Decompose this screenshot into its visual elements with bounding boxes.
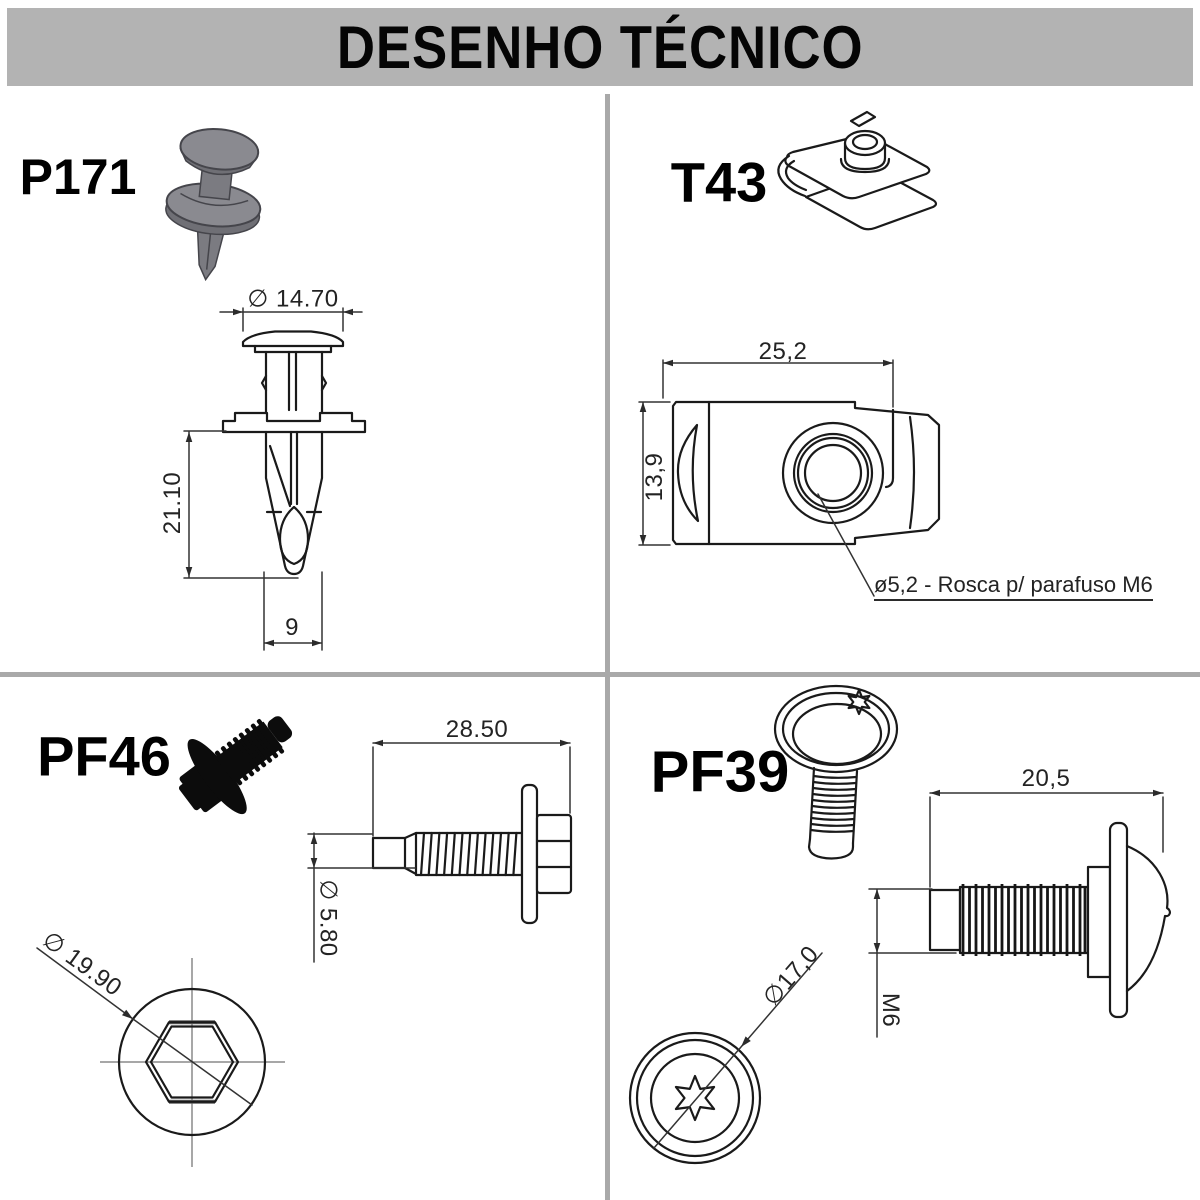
dim-p171-tip-width: 9	[285, 614, 299, 641]
dim-t43-height: 13,9	[641, 452, 668, 502]
dim-pf46-shank-diameter: ∅ 5.80	[314, 879, 342, 957]
callout-t43-thread-note: ø5,2 - Rosca p/ parafuso M6	[874, 572, 1153, 601]
dim-t43-width: 25,2	[758, 338, 808, 365]
p171-3d-view	[165, 127, 262, 282]
t43-top-view	[671, 400, 941, 546]
pf46-dimension-lines	[36, 739, 571, 1106]
vertical-divider	[605, 94, 610, 1200]
pf39-drawing	[628, 684, 1171, 1165]
title-banner: DESENHO TÉCNICO	[7, 8, 1193, 86]
part-label-p171: P171	[19, 149, 137, 205]
t43-3d-view	[777, 110, 938, 231]
t43-drawing	[638, 110, 941, 597]
pf46-front-view	[100, 958, 285, 1167]
part-label-pf46: PF46	[37, 724, 171, 788]
part-label-t43: T43	[670, 150, 768, 214]
p171-drawing	[165, 127, 367, 651]
dim-pf39-thread: M6	[877, 992, 904, 1028]
p171-dimension-lines	[183, 307, 363, 651]
pf39-front-view	[628, 1031, 762, 1165]
dim-pf39-shank-length: 20,5	[1021, 765, 1071, 792]
page-title: DESENHO TÉCNICO	[336, 13, 864, 81]
horizontal-divider	[0, 672, 1200, 677]
p171-front-view	[221, 330, 367, 576]
dim-p171-body-length: 21.10	[159, 471, 186, 535]
pf46-side-view	[371, 783, 573, 925]
pf39-3d-view	[773, 684, 899, 860]
pf46-3d-view	[178, 716, 293, 815]
pf39-dimension-lines	[653, 789, 1164, 1149]
part-label-pf39: PF39	[650, 739, 790, 805]
t43-dimension-lines	[638, 359, 894, 597]
pf46-drawing	[36, 716, 573, 1167]
pf39-side-view	[928, 821, 1171, 1019]
dim-p171-head-diameter: ∅ 14.70	[247, 285, 339, 313]
dim-pf46-overall-length: 28.50	[445, 716, 509, 743]
